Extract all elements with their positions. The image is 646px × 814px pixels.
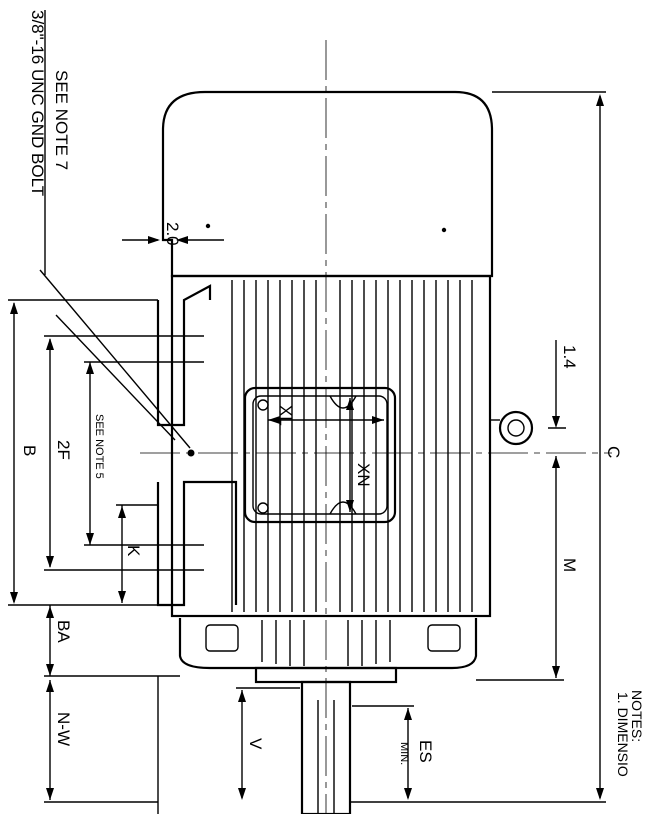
dim-ba-label: BA (54, 620, 73, 643)
conduit-screw-2 (257, 502, 269, 514)
dim-nw-label: N-W (54, 712, 73, 746)
bracket-ribs (261, 620, 391, 666)
dim-m-label: M (560, 558, 579, 572)
dim-v (236, 687, 300, 800)
dim-nw (44, 676, 159, 814)
dim-xn-label: XN (354, 463, 373, 487)
gnd-bolt-leader (39, 269, 191, 449)
dim-es-min-label: MIN. (398, 742, 410, 765)
gnd-bolt-label: 3/8"-16 UNC GND BOLT (28, 10, 47, 196)
dim-2f-label: 2F (54, 440, 73, 460)
cover-hole-right (441, 227, 447, 233)
dim-1-4 (548, 340, 566, 429)
motor-frame (170, 274, 492, 618)
dim-k-label: K (124, 545, 143, 557)
gnd-bolt-note: SEE NOTE 7 (52, 70, 71, 170)
notes-header: NOTES: (629, 690, 645, 742)
dim-1-4-label: 1.4 (560, 345, 579, 369)
dim-2-0 (122, 236, 224, 244)
shaft (300, 680, 352, 814)
dim-xl (268, 416, 384, 424)
dim-c-label: C (604, 446, 623, 458)
dim-v-label: V (246, 738, 265, 750)
dim-xn (346, 398, 354, 512)
fan-cover (161, 90, 494, 278)
bracket-boss-left (205, 624, 239, 652)
dim-k (116, 504, 158, 603)
cover-hole-left (205, 223, 211, 229)
cooling-fins (231, 280, 473, 612)
lifting-eye-inner (507, 419, 525, 437)
dim-b (8, 299, 158, 606)
conduit-screw-1 (257, 399, 269, 411)
dim-2f (44, 335, 160, 571)
notes-line-1: 1. DIMENSIO (615, 692, 631, 777)
conduit-knockout-bottom (329, 501, 357, 515)
foot-lower (156, 480, 238, 607)
dim-c (350, 91, 606, 803)
conduit-box-inner (252, 395, 388, 515)
see-note-5-label: SEE NOTE 5 (93, 414, 105, 479)
dim-xl-label: XL (276, 405, 295, 426)
bracket-boss-right (427, 624, 461, 652)
conduit-knockout-top (329, 395, 357, 409)
dim-m (476, 456, 564, 681)
conduit-box (243, 386, 397, 524)
note5-leader (55, 314, 176, 441)
dim-b-label: B (20, 445, 39, 456)
foot-upper (156, 284, 212, 427)
dim-es-label: ES (416, 740, 435, 763)
dim-2-0-label: 2.0 (163, 222, 182, 246)
dim-es (352, 705, 414, 800)
lifting-eye-outer (498, 410, 534, 446)
ground-bolt (187, 449, 195, 457)
